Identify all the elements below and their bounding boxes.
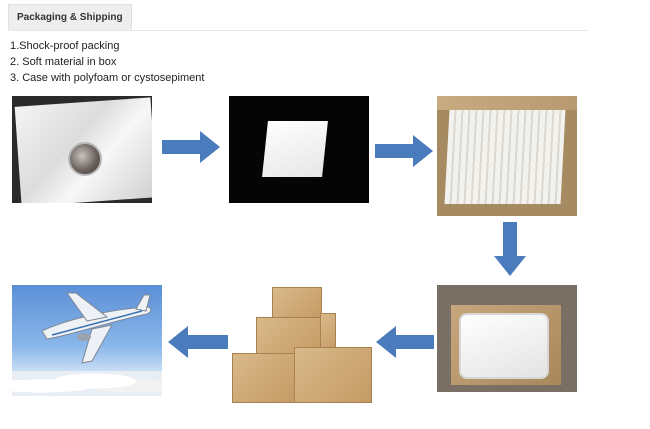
note-item: 1.Shock-proof packing (10, 40, 120, 52)
foam-block-photo (229, 96, 369, 203)
arrow-right-icon (375, 135, 433, 167)
note-item: 3. Case with polyfoam or cystosepiment (10, 72, 205, 84)
arrow-left-icon (376, 326, 434, 358)
tab-bar: Packaging & Shipping (8, 4, 588, 31)
arrow-left-icon (168, 326, 228, 358)
note-item: 2. Soft material in box (10, 56, 117, 68)
tissue-wrap-photo (12, 96, 152, 203)
arrow-right-icon (162, 131, 220, 163)
airplane-photo (12, 285, 162, 396)
tab-packaging-shipping[interactable]: Packaging & Shipping (8, 4, 132, 30)
arrow-down-icon (494, 222, 526, 276)
packing-notes: 1.Shock-proof packing 2. Soft material i… (10, 38, 204, 86)
boxed-packets-photo (437, 96, 577, 216)
carton-boxes-photo (232, 285, 372, 403)
foam-insert-box-photo (437, 285, 577, 392)
